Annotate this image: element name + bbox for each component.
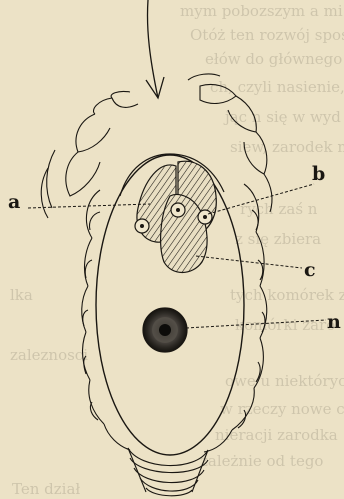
svg-text:w rzeczy nowe ce: w rzeczy nowe ce [220, 400, 344, 418]
svg-text:komórki zaro: komórki zaro [235, 316, 335, 334]
central-nucleus [143, 308, 187, 352]
svg-text:siew, zarodek ma: siew, zarodek ma [230, 138, 344, 156]
svg-text:owe u niektórych: owe u niektórych [225, 372, 344, 390]
label-b: b [312, 163, 325, 185]
svg-text:jąc n się w wyd: jąc n się w wyd [223, 108, 341, 126]
leader-c [196, 256, 302, 268]
label-c: c [304, 259, 316, 281]
svg-text:z się zbiera: z się zbiera [235, 230, 321, 248]
svg-text:zaleznosci: zaleznosci [10, 346, 88, 364]
svg-text:ch, czyli nasienie, ut go: ch, czyli nasienie, ut go [210, 78, 344, 96]
svg-text:mym pobozszym a mi: mym pobozszym a mi [180, 2, 343, 20]
svg-text:Otóż ten rozwój sposob: Otóż ten rozwój sposob [190, 26, 344, 44]
svg-text:zależnie od tego: zależnie od tego [200, 452, 323, 470]
svg-text:rych zaś n: rych zaś n [240, 200, 318, 218]
svg-text:tych komórek z: tych komórek z [230, 286, 344, 304]
label-n: n [327, 311, 341, 333]
label-a: a [8, 191, 20, 213]
arrow [146, 0, 164, 98]
svg-text:Ten dział: Ten dział [12, 480, 80, 498]
svg-text:lka: lka [10, 286, 33, 304]
svg-text:ełów do głównego zaródka: ełów do głównego zaródka [205, 50, 344, 68]
